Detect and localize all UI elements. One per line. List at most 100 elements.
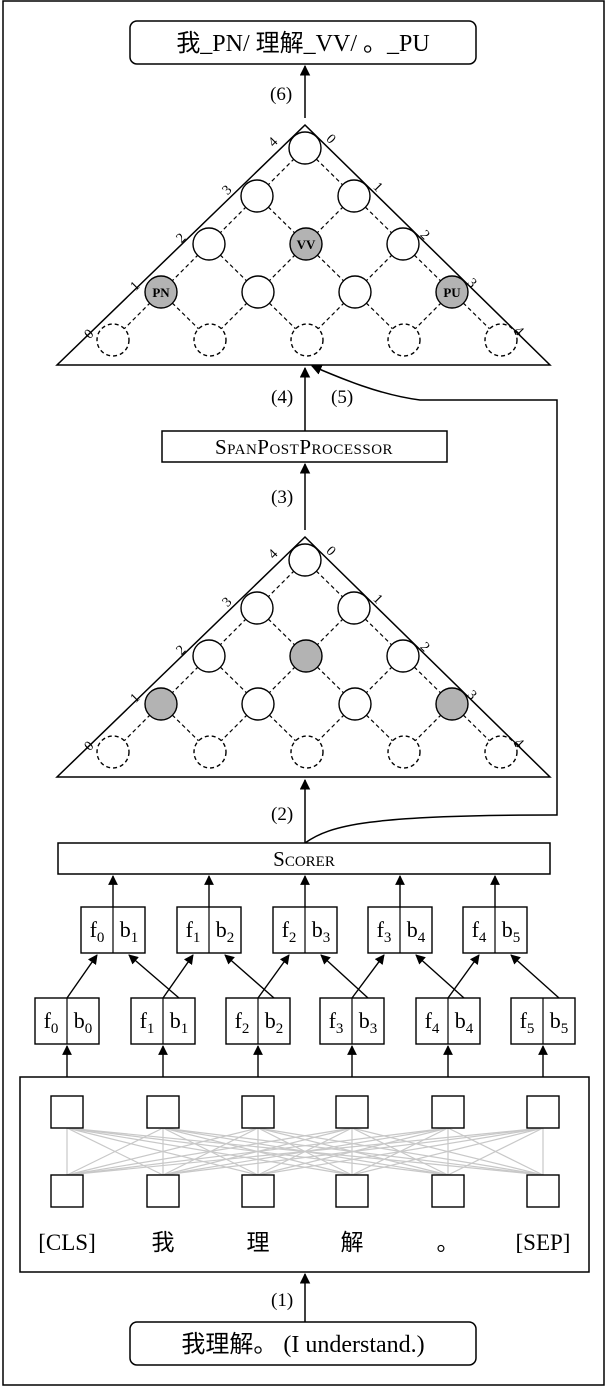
encoder-top-cell xyxy=(526,1095,560,1129)
span-node xyxy=(240,179,274,213)
step-label-4: (4) xyxy=(271,387,293,408)
forward-arrow xyxy=(257,954,290,999)
node-tag-vv: VV xyxy=(297,237,316,252)
input-box xyxy=(129,1321,477,1366)
span-node xyxy=(193,735,227,769)
span-node xyxy=(240,591,274,625)
node-tag-pn: PN xyxy=(152,285,170,300)
step-label-3: (3) xyxy=(271,487,293,508)
attention-line xyxy=(162,1127,544,1176)
forward-feature: f1 xyxy=(186,917,201,946)
span-node xyxy=(288,131,322,165)
encoder-bottom-cell xyxy=(335,1174,369,1208)
span-node xyxy=(96,323,130,357)
span-node xyxy=(337,179,371,213)
node-tag-pu: PU xyxy=(443,285,461,300)
encoder-bottom-cell xyxy=(50,1174,84,1208)
encoder-attention: [CLS] 我 理 解 。 [SEP] xyxy=(38,1095,571,1255)
encoder-bottom-cell xyxy=(431,1174,465,1208)
span-node xyxy=(192,227,226,261)
attention-line xyxy=(351,1127,544,1176)
forward-feature: f5 xyxy=(520,1008,535,1037)
span-node xyxy=(288,543,322,577)
forward-feature: f0 xyxy=(44,1008,59,1037)
forward-feature: f2 xyxy=(235,1008,250,1037)
span-node xyxy=(290,735,324,769)
backward-arrow xyxy=(320,954,369,999)
step-label-1: (1) xyxy=(271,1290,293,1311)
scorer-box xyxy=(57,842,551,875)
backward-feature: b2 xyxy=(265,1008,284,1037)
span-node xyxy=(484,323,518,357)
backward-feature: b1 xyxy=(120,917,139,946)
forward-feature: f3 xyxy=(377,917,392,946)
step-label-6: (6) xyxy=(270,84,292,105)
step-label-5: (5) xyxy=(331,387,353,408)
left-tick: 4 xyxy=(266,547,282,563)
token-label: 我 xyxy=(152,1230,175,1255)
span-node xyxy=(192,639,226,673)
token-label: 解 xyxy=(341,1230,364,1255)
encoder-box xyxy=(19,1076,590,1273)
backward-arrow xyxy=(224,954,275,999)
span-node xyxy=(290,323,324,357)
attention-line xyxy=(66,1127,259,1176)
left-tick: 4 xyxy=(266,135,282,151)
scorer-label: SCORER xyxy=(273,847,335,871)
backward-feature: b3 xyxy=(312,917,331,946)
attention-line xyxy=(66,1127,353,1176)
token-label: [CLS] xyxy=(38,1230,96,1255)
span-node xyxy=(387,323,421,357)
span-node xyxy=(241,275,275,309)
attention-line xyxy=(66,1127,544,1176)
span-postprocessor-box xyxy=(161,430,448,463)
span-node xyxy=(386,227,420,261)
backward-feature: b0 xyxy=(74,1008,93,1037)
token-label: [SEP] xyxy=(516,1230,571,1255)
attention-line xyxy=(257,1127,544,1176)
span-node-pn xyxy=(144,275,178,309)
forward-feature: f4 xyxy=(472,917,487,946)
backward-feature: b5 xyxy=(502,917,521,946)
forward-arrow xyxy=(162,954,194,999)
forward-arrow xyxy=(351,954,385,999)
forward-feature: f0 xyxy=(90,917,105,946)
span-node-vv xyxy=(289,227,323,261)
backward-feature: b1 xyxy=(170,1008,189,1037)
encoder-top-cell xyxy=(50,1095,84,1129)
span-node xyxy=(337,591,371,625)
encoder-bottom-cell xyxy=(146,1174,180,1208)
span-node xyxy=(386,639,420,673)
span-node-pu xyxy=(435,275,469,309)
encoder-top-cell xyxy=(146,1095,180,1129)
span-node-vv xyxy=(289,639,323,673)
backward-arrow xyxy=(415,954,465,999)
token-label: 理 xyxy=(247,1230,270,1255)
attention-line xyxy=(66,1127,449,1176)
output-label: 我_PN/ 理解_VV/ 。_PU xyxy=(176,30,429,57)
token-label: 。 xyxy=(437,1230,460,1255)
span-node-pn xyxy=(144,687,178,721)
backward-feature: b4 xyxy=(455,1008,474,1037)
forward-feature: f4 xyxy=(425,1008,440,1037)
span-node xyxy=(484,735,518,769)
attention-line xyxy=(66,1127,164,1176)
input-label: 我理解。 (I understand.) xyxy=(181,1331,424,1358)
backward-feature: b5 xyxy=(550,1008,569,1037)
span-node xyxy=(193,323,227,357)
forward-feature: f1 xyxy=(140,1008,155,1037)
span-node xyxy=(96,735,130,769)
encoder-top-cell xyxy=(335,1095,369,1129)
output-box xyxy=(129,20,477,65)
encoder-bottom-cell xyxy=(526,1174,560,1208)
step-label-2: (2) xyxy=(271,804,293,825)
forward-arrow xyxy=(66,954,98,999)
encoder-bottom-cell xyxy=(241,1174,275,1208)
backward-arrow xyxy=(510,954,560,999)
span-node xyxy=(338,687,372,721)
